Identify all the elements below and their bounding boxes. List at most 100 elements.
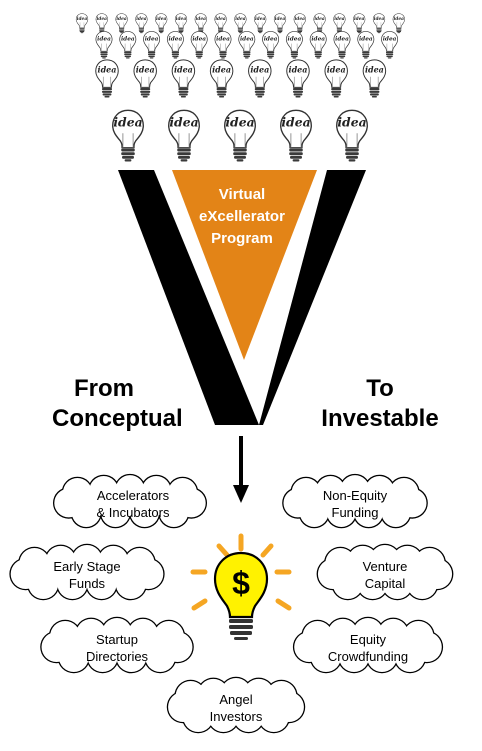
idea-bulb-icon: idea (248, 59, 272, 98)
idea-word: idea (327, 64, 346, 74)
idea-bulb-icon: idea (392, 13, 405, 34)
cloud-shape-startup (40, 616, 194, 674)
to-label-line: To (366, 375, 394, 402)
idea-bulb-icon: idea (95, 13, 108, 34)
idea-bulb-icon: idea (335, 109, 369, 163)
from-label-line: From (74, 375, 134, 402)
idea-bulb-icon: idea (214, 31, 232, 59)
cloud-shape-venture (316, 543, 454, 601)
idea-word: idea (136, 64, 155, 74)
idea-bulb-icon: idea (174, 13, 188, 34)
down-arrow-head (233, 485, 249, 503)
idea-bulb-icon: idea (372, 13, 386, 34)
idea-bulb-icon: idea (223, 109, 257, 163)
idea-word: idea (311, 36, 325, 42)
idea-bulb-icon: idea (194, 13, 207, 34)
cloud-line: Capital (364, 576, 406, 591)
cloud-label-startup: Startup Directories (52, 631, 182, 665)
idea-bulb-icon: idea (273, 13, 287, 34)
idea-word: idea (337, 114, 366, 129)
idea-bulb-icon: idea (135, 13, 148, 34)
ray (191, 598, 208, 611)
cloud-line: Non-Equity (322, 488, 388, 503)
idea-bulb-icon: idea (143, 31, 161, 59)
idea-word: idea (250, 64, 269, 74)
cloud-line: Funds (68, 576, 106, 591)
idea-word: idea (289, 64, 308, 74)
idea-bulbs-group: idea idea idea idea idea idea idea idea idea idea… (75, 13, 405, 163)
idea-bulb-icon: idea (111, 109, 145, 163)
idea-bulb-icon: idea (286, 59, 310, 98)
idea-word: idea (359, 36, 373, 42)
cloud-line: Startup (96, 632, 138, 647)
idea-word: idea (225, 114, 254, 129)
cloud-line: Early Stage (53, 559, 121, 574)
cloud-label-venture: Venture Capital (325, 558, 445, 592)
program-label-line: Program (211, 230, 273, 247)
dollar-lightbulb-icon: $ (190, 533, 292, 640)
idea-bulb-icon: idea (115, 13, 128, 34)
idea-word: idea (174, 64, 193, 74)
program-label-line: Virtual (218, 186, 266, 203)
to-label-line: Investable (321, 405, 439, 432)
idea-word: idea (288, 36, 302, 42)
cloud-line: Equity (349, 632, 387, 647)
idea-word: idea (365, 64, 384, 74)
from-label-line: Conceptual (52, 405, 183, 432)
idea-word: idea (98, 64, 117, 74)
cloud-line: Funding (331, 505, 379, 520)
cloud-line: Investors (209, 709, 263, 724)
funnel-right-bar (259, 170, 366, 425)
idea-bulb-icon: idea (166, 31, 184, 59)
idea-word: idea (240, 36, 254, 42)
cloud-label-early-stage: Early Stage Funds (22, 558, 152, 592)
cloud-line: Angel (219, 692, 253, 707)
cloud-label-equity: Equity Crowdfunding (303, 631, 433, 665)
idea-bulb-icon: idea (95, 59, 119, 98)
idea-bulb-icon: idea (381, 31, 399, 59)
idea-bulb-icon: idea (353, 13, 366, 34)
idea-word: idea (255, 17, 266, 22)
idea-word: idea (212, 64, 231, 74)
dollar-sign: $ (232, 565, 250, 601)
idea-word: idea (275, 17, 286, 22)
from-label: From Conceptual (52, 374, 183, 434)
cloud-shape-angel (166, 676, 306, 734)
idea-word: idea (264, 36, 278, 42)
idea-bulb-icon: idea (293, 13, 306, 34)
idea-bulb-icon: idea (209, 59, 234, 98)
ray (260, 543, 274, 558)
idea-word: idea (145, 36, 159, 42)
ray (275, 598, 292, 611)
cloud-shape-equity (292, 616, 444, 674)
idea-bulb-icon: idea (254, 13, 267, 34)
idea-bulb-icon: idea (95, 31, 113, 59)
idea-word: idea (335, 36, 349, 42)
idea-word: idea (156, 17, 167, 22)
idea-bulb-icon: idea (119, 31, 137, 59)
idea-bulb-icon: idea (167, 109, 201, 163)
idea-word: idea (77, 17, 88, 22)
idea-word: idea (176, 17, 187, 22)
idea-bulb-icon: idea (190, 31, 208, 59)
funding-clouds-group (9, 473, 454, 734)
idea-bulb-icon: idea (333, 31, 351, 59)
ray (216, 543, 230, 558)
idea-word: idea (334, 17, 345, 22)
program-triangle (172, 170, 317, 360)
program-label-line: eXcellerator (199, 208, 285, 225)
idea-word: idea (281, 114, 310, 129)
idea-word: idea (192, 36, 206, 42)
cloud-line: Directories (85, 649, 149, 664)
cloud-label-accelerators: Accelerators & Incubators (63, 487, 203, 521)
idea-word: idea (97, 17, 108, 22)
idea-word: idea (374, 17, 385, 22)
idea-bulb-icon: idea (155, 13, 168, 34)
idea-bulb-icon: idea (285, 31, 303, 59)
cloud-label-non-equity: Non-Equity Funding (290, 487, 420, 521)
idea-word: idea (235, 17, 246, 22)
idea-word: idea (215, 17, 226, 22)
cloud-shape-accelerators (52, 473, 208, 529)
